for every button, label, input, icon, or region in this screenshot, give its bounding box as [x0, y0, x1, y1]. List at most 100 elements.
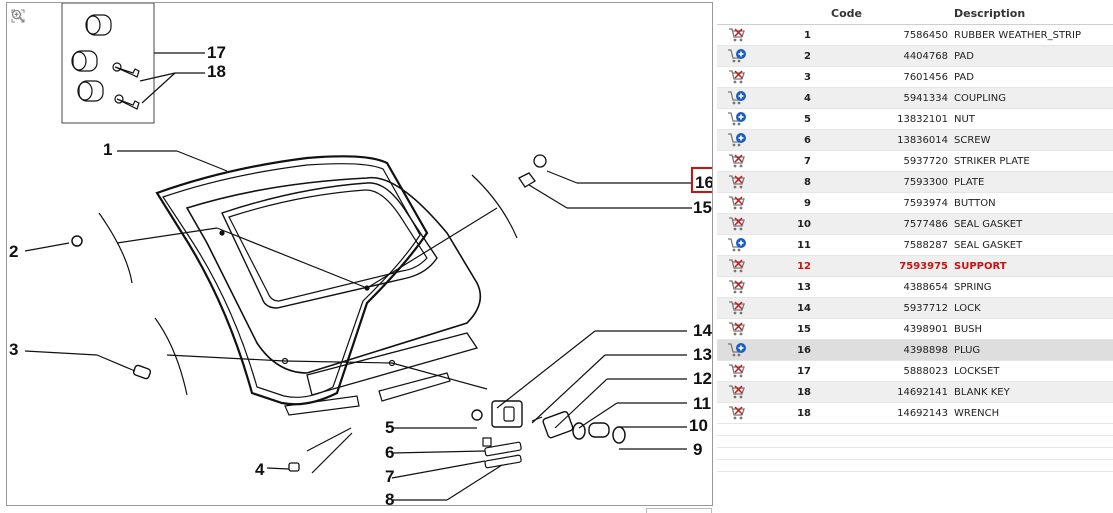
- callout-14: 14: [693, 321, 712, 340]
- header-description[interactable]: Description: [954, 2, 1113, 25]
- cell-description: BLANK KEY: [954, 381, 1113, 403]
- cart-remove-icon[interactable]: [717, 297, 757, 319]
- zoom-in-icon[interactable]: [11, 9, 27, 47]
- cell-position: 14: [757, 297, 811, 319]
- cell-code: 4398898: [811, 339, 954, 361]
- lockset-drawing: [71, 14, 140, 110]
- cell-position: 3: [757, 66, 811, 88]
- cell-code: 14692143: [811, 402, 954, 424]
- cart-add-icon[interactable]: [717, 45, 757, 67]
- cell-position: 13: [757, 276, 811, 298]
- callout-6: 6: [385, 443, 394, 462]
- cell-code: 7593975: [811, 255, 954, 277]
- cart-remove-icon[interactable]: [717, 213, 757, 235]
- cell-position: 7: [757, 150, 811, 172]
- cell-code: 7586450: [811, 24, 954, 46]
- callout-5: 5: [385, 418, 394, 437]
- cell-position: 18: [757, 381, 811, 403]
- callout-9: 9: [693, 440, 702, 459]
- cell-code: 7601456: [811, 66, 954, 88]
- fit-to-window-icon[interactable]: [11, 9, 27, 25]
- cart-add-icon[interactable]: [717, 234, 757, 256]
- cell-description: SUPPORT: [954, 255, 1113, 277]
- cell-description: SCREW: [954, 129, 1113, 151]
- cell-position: 15: [757, 318, 811, 340]
- callout-11: 11: [693, 394, 711, 413]
- cell-code: 5941334: [811, 87, 954, 109]
- callout-10: 10: [689, 416, 708, 435]
- cart-remove-icon[interactable]: [717, 276, 757, 298]
- cell-description: PAD: [954, 66, 1113, 88]
- cell-position: 9: [757, 192, 811, 214]
- cart-remove-icon[interactable]: [717, 192, 757, 214]
- cart-remove-icon[interactable]: [717, 66, 757, 88]
- header-code[interactable]: Code: [811, 2, 954, 25]
- header-icon: [717, 2, 757, 25]
- cart-remove-icon[interactable]: [717, 150, 757, 172]
- cell-code: 13836014: [811, 129, 954, 151]
- cell-code: 5937720: [811, 150, 954, 172]
- cell-code: 13832101: [811, 108, 954, 130]
- cell-code: 4404768: [811, 45, 954, 67]
- cell-description: PAD: [954, 45, 1113, 67]
- cell-description: LOCK: [954, 297, 1113, 319]
- cell-position: 1: [757, 24, 811, 46]
- callout-3: 3: [9, 340, 18, 359]
- callout-2: 2: [9, 242, 18, 261]
- cell-code: 7577486: [811, 213, 954, 235]
- cell-code: 5888023: [811, 360, 954, 382]
- cell-position: 4: [757, 87, 811, 109]
- cell-code: 4398901: [811, 318, 954, 340]
- header-position: [757, 2, 811, 25]
- cell-description: STRIKER PLATE: [954, 150, 1113, 172]
- cell-position: 11: [757, 234, 811, 256]
- exploded-diagram-panel[interactable]: 1 2 3 4 5 6 7 8 9 10 11 12 13 14 15 16 1…: [6, 2, 713, 506]
- cart-remove-icon[interactable]: [717, 171, 757, 193]
- cart-remove-icon[interactable]: [717, 255, 757, 277]
- cart-add-icon[interactable]: [717, 339, 757, 361]
- cell-description: PLUG: [954, 339, 1113, 361]
- cart-add-icon[interactable]: [717, 108, 757, 130]
- cart-remove-icon[interactable]: [717, 402, 757, 424]
- empty-row: [717, 447, 1113, 460]
- cart-remove-icon[interactable]: [717, 360, 757, 382]
- cell-code: 7593300: [811, 171, 954, 193]
- cell-position: 10: [757, 213, 811, 235]
- cart-remove-icon[interactable]: [717, 318, 757, 340]
- zoom-out-icon[interactable]: [11, 9, 27, 69]
- cart-remove-icon[interactable]: [717, 381, 757, 403]
- empty-row: [717, 423, 1113, 436]
- callout-12: 12: [693, 369, 712, 388]
- cell-position: 5: [757, 108, 811, 130]
- callout-16: 16: [695, 173, 713, 192]
- cart-add-icon[interactable]: [717, 129, 757, 151]
- cell-position: 12: [757, 255, 811, 277]
- cart-add-icon[interactable]: [717, 87, 757, 109]
- cart-remove-icon[interactable]: [717, 24, 757, 46]
- panel-tab[interactable]: [646, 508, 712, 513]
- cell-code: 4388654: [811, 276, 954, 298]
- zoom-toolbar: [11, 9, 29, 75]
- cell-code: 7593974: [811, 192, 954, 214]
